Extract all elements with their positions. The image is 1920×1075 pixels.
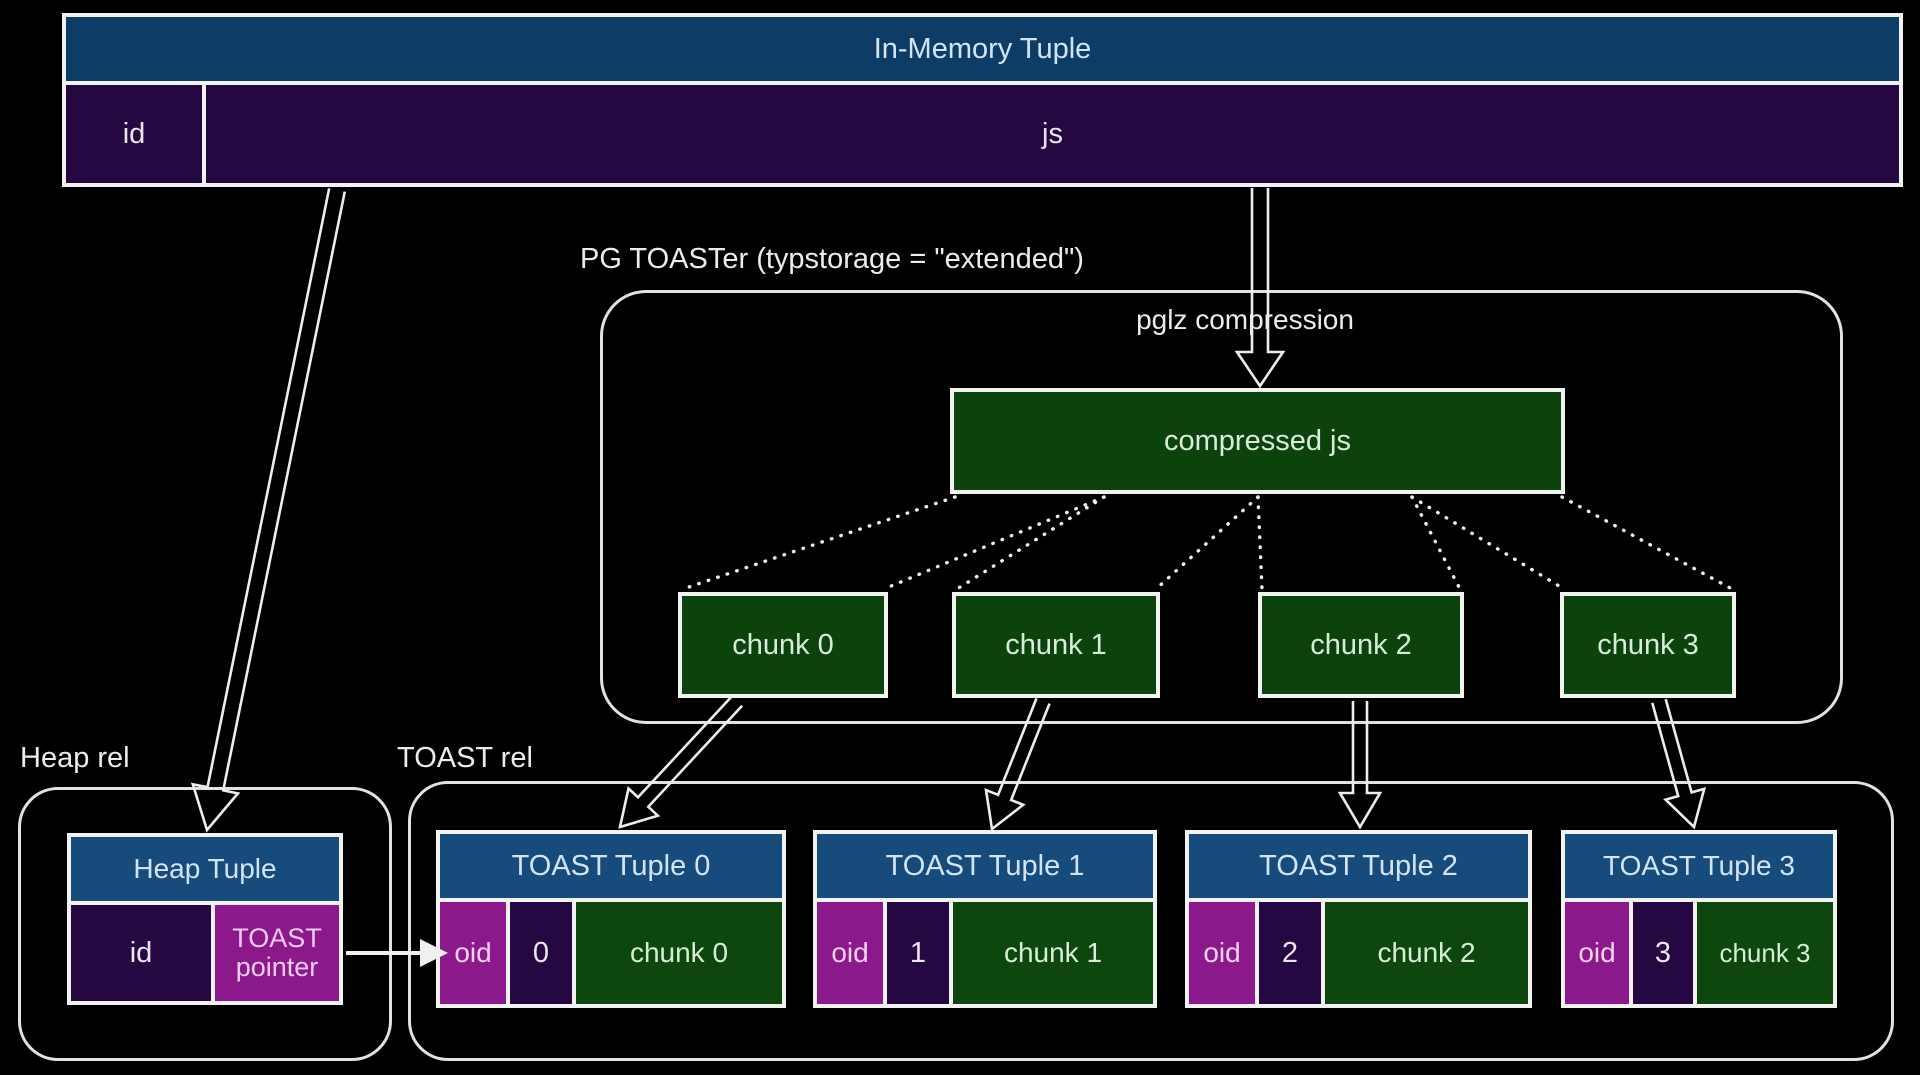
in-memory-tuple-title: In-Memory Tuple: [66, 17, 1899, 81]
in-memory-tuple-table: In-Memory Tuple id js: [62, 13, 1903, 187]
toast-tuple-3-seq-cell: 3: [1633, 902, 1693, 1004]
toast-tuple-2-title: TOAST Tuple 2: [1189, 834, 1528, 898]
chunk-2-box: chunk 2: [1258, 592, 1464, 698]
heap-tuple-row: id TOAST pointer: [71, 905, 339, 1001]
toast-tuple-3-chunk-cell: chunk 3: [1697, 902, 1833, 1004]
heap-tuple-table: Heap Tuple id TOAST pointer: [67, 833, 343, 1005]
heap-rel-label: Heap rel: [20, 742, 130, 774]
toast-tuple-3-title: TOAST Tuple 3: [1565, 834, 1833, 898]
in-memory-tuple-row: id js: [66, 85, 1899, 183]
toast-tuple-3-oid-cell: oid: [1565, 902, 1629, 1004]
toast-tuple-2-row: oid 2 chunk 2: [1189, 902, 1528, 1004]
toast-tuple-2-chunk-cell: chunk 2: [1325, 902, 1528, 1004]
in-memory-id-cell: id: [66, 85, 202, 183]
toast-tuple-1-oid-cell: oid: [817, 902, 883, 1004]
heap-tuple-title: Heap Tuple: [71, 837, 339, 901]
toast-rel-container: [408, 781, 1894, 1061]
chunk-0-box: chunk 0: [678, 592, 888, 698]
toast-rel-label: TOAST rel: [397, 742, 533, 774]
toast-tuple-1-row: oid 1 chunk 1: [817, 902, 1153, 1004]
compressed-js-box: compressed js: [950, 388, 1565, 494]
toast-tuple-1-title: TOAST Tuple 1: [817, 834, 1153, 898]
in-memory-js-cell: js: [206, 85, 1899, 183]
pglz-compression-label: pglz compression: [1136, 304, 1354, 335]
toast-tuple-0-chunk-cell: chunk 0: [576, 902, 782, 1004]
toast-tuple-0-oid-cell: oid: [440, 902, 506, 1004]
toast-tuple-1-table: TOAST Tuple 1 oid 1 chunk 1: [813, 830, 1157, 1008]
toast-tuple-0-seq-cell: 0: [510, 902, 572, 1004]
toast-tuple-2-table: TOAST Tuple 2 oid 2 chunk 2: [1185, 830, 1532, 1008]
heap-id-cell: id: [71, 905, 211, 1001]
toast-pointer-cell: TOAST pointer: [215, 905, 339, 1001]
pg-toaster-label: PG TOASTer (typstorage = "extended"): [580, 243, 1084, 275]
toast-tuple-0-title: TOAST Tuple 0: [440, 834, 782, 898]
pg-toaster-container: [600, 290, 1843, 724]
toast-tuple-0-row: oid 0 chunk 0: [440, 902, 782, 1004]
toast-tuple-1-chunk-cell: chunk 1: [953, 902, 1153, 1004]
chunk-1-box: chunk 1: [952, 592, 1160, 698]
toast-tuple-1-seq-cell: 1: [887, 902, 949, 1004]
toast-tuple-2-seq-cell: 2: [1259, 902, 1321, 1004]
toast-tuple-0-table: TOAST Tuple 0 oid 0 chunk 0: [436, 830, 786, 1008]
toast-tuple-3-row: oid 3 chunk 3: [1565, 902, 1833, 1004]
chunk-3-box: chunk 3: [1560, 592, 1736, 698]
toast-tuple-2-oid-cell: oid: [1189, 902, 1255, 1004]
toast-tuple-3-table: TOAST Tuple 3 oid 3 chunk 3: [1561, 830, 1837, 1008]
